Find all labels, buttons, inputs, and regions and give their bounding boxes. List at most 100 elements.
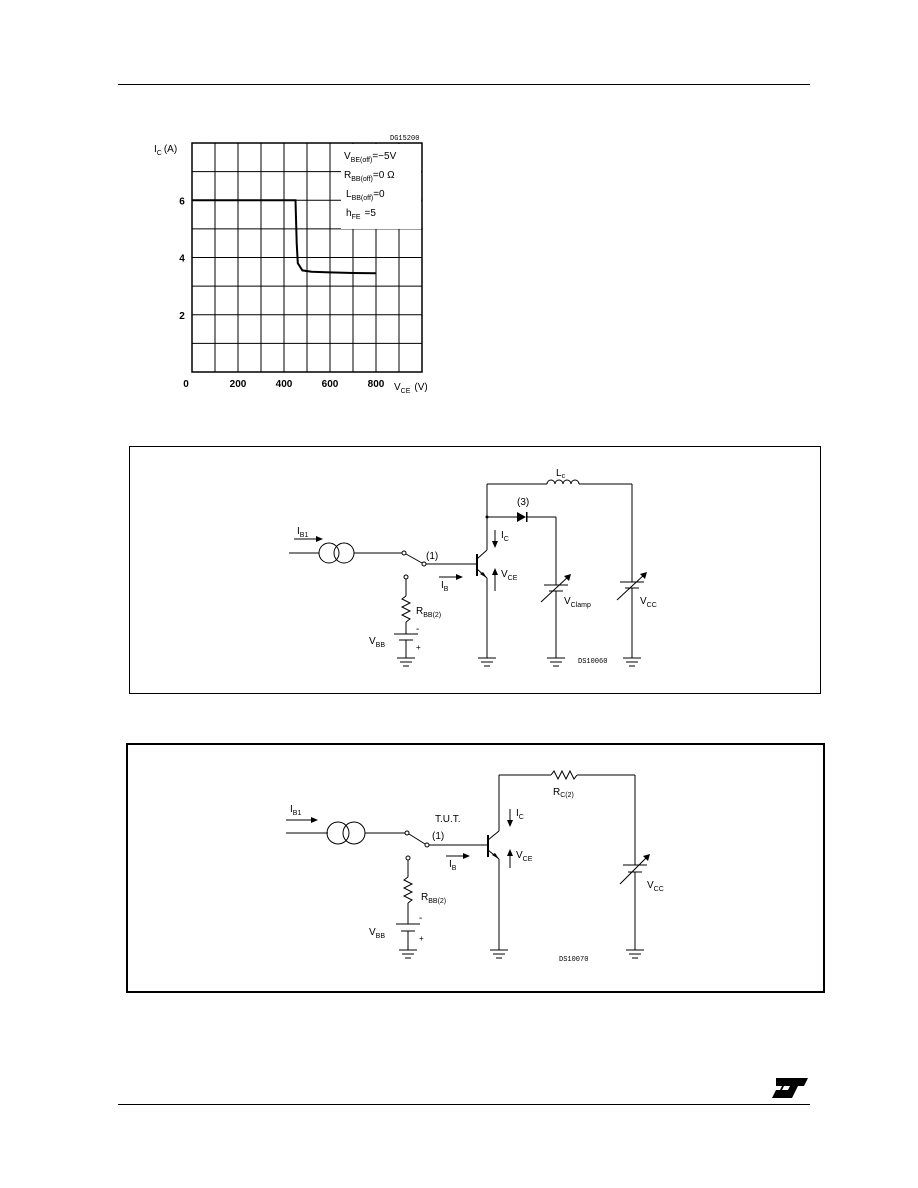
c1-ib-arrowhead (456, 574, 463, 580)
c2-ib-arrowhead (463, 853, 470, 859)
c2-switch-terminal-a (404, 830, 410, 836)
c1-label-vce: VCE (501, 569, 518, 582)
c1-figure-code: DS10060 (578, 658, 607, 666)
c2-label-ic: IC (516, 808, 524, 821)
c2-ic-arrowhead (507, 820, 513, 827)
c1-vce-arrowhead (492, 568, 498, 575)
x-tick-label: 0 (183, 379, 189, 390)
c2-label-rbb: RBB(2) (421, 892, 446, 905)
rbsoa-curve (192, 199, 377, 275)
c2-vcc-arrowhead (643, 854, 650, 861)
x-tick-label: 600 (322, 379, 339, 390)
c1-diode-bar (526, 512, 528, 522)
y-tick-label: 4 (179, 254, 185, 265)
circuit1-frame (129, 446, 821, 694)
condition-vbe: VBE(off)=−5V (344, 151, 397, 164)
c1-switch-terminal-b (421, 561, 427, 567)
c1-label-plus: + (416, 643, 421, 652)
c2-ground-emitter (490, 949, 508, 959)
condition-lbb: LBB(off)=0 (346, 189, 385, 202)
st-logo-text: ST (770, 1076, 772, 1077)
c2-label-minus: - (419, 913, 422, 924)
c2-figure-code: DS10070 (559, 956, 588, 964)
c1-diode-triangle (517, 512, 526, 522)
c1-current-source-left (318, 542, 340, 564)
c2-label-rc: RC(2) (553, 787, 574, 799)
y-tick-label: 2 (179, 311, 185, 322)
footer-rule (118, 1104, 810, 1105)
c1-inductor-lc (546, 479, 580, 485)
c1-ground-clamp (547, 657, 565, 667)
c1-current-source-right (333, 542, 355, 564)
c1-resistor-rbb (400, 595, 412, 623)
x-tick-label: 800 (368, 379, 385, 390)
c2-label-vcc: VCC (647, 880, 664, 893)
c2-ground-vcc (626, 949, 644, 959)
rbsoa-chart: DG15200 IC(A) 2 4 6 0 200 400 600 800 VCE(V) V… (154, 135, 428, 395)
c1-switch-terminal-a (401, 550, 407, 556)
conditions-box (341, 144, 421, 229)
c1-switch-blade (405, 553, 423, 564)
c1-label-vcc: VCC (640, 596, 657, 609)
c1-vclamp-arrowhead (564, 574, 571, 581)
c2-resistor-rbb (402, 876, 414, 904)
c1-label-diode: (3) (517, 497, 529, 508)
c1-ic-arrowhead (492, 541, 498, 548)
c2-label-switch: (1) (432, 831, 444, 842)
c2-ground-rbb (399, 949, 417, 959)
c2-current-source-right (342, 821, 366, 845)
chart-frame (191, 142, 423, 373)
c2-label-plus: + (419, 934, 424, 943)
x-tick-labels: 0 200 400 600 800 (183, 379, 385, 390)
x-axis-label: VCE(V) (394, 382, 428, 395)
c1-ground-rbb (397, 657, 415, 667)
c1-junction-dot (485, 515, 489, 519)
c1-vclamp-variable-arrow (540, 575, 570, 603)
condition-rbb: RBB(off)=0 Ω (344, 170, 395, 183)
condition-hfe: hFE=5 (346, 208, 376, 221)
c1-vcc-arrowhead (640, 572, 647, 579)
c2-transistor-collector (487, 830, 500, 841)
c1-label-ic: IC (501, 530, 509, 543)
c1-label-switch: (1) (426, 551, 438, 562)
c2-emitter-arrowhead (492, 853, 499, 859)
circuit2-frame (126, 743, 825, 993)
c2-label-vbb: VBB (369, 927, 385, 940)
st-logo-mark (772, 1078, 808, 1098)
x-tick-label: 400 (276, 379, 293, 390)
c1-switch-terminal-c (403, 574, 409, 580)
y-tick-labels: 2 4 6 (179, 196, 185, 322)
c2-resistor-rc (550, 769, 578, 781)
chart-series (192, 199, 377, 275)
c1-label-lc: Lc (556, 468, 566, 480)
c2-ib1-arrowhead (311, 817, 318, 823)
c1-label-minus: - (416, 624, 419, 635)
c2-vcc-variable-arrow (619, 855, 649, 885)
y-tick-label: 6 (179, 196, 185, 207)
chart-code: DG15200 (390, 135, 419, 143)
header-rule (118, 84, 810, 85)
x-tick-label: 200 (230, 379, 247, 390)
c2-label-tut: T.U.T. (435, 814, 461, 825)
c1-label-rbb: RBB(2) (416, 606, 441, 619)
test-conditions: VBE(off)=−5V RBB(off)=0 Ω LBB(off)=0 hFE… (344, 151, 397, 221)
c1-vcc-variable-arrow (616, 573, 646, 601)
c1-label-vbb: VBB (369, 636, 385, 649)
c2-switch-terminal-c (405, 855, 411, 861)
c2-switch-blade (408, 833, 426, 845)
circuit2-schematic: IB1 (1) IB RBB(2) VBB - + T.U.T. IC VCE … (286, 769, 664, 964)
c1-label-vclamp: VClamp (564, 596, 591, 609)
st-logo: ST (770, 1076, 808, 1098)
c2-vce-arrowhead (507, 849, 513, 856)
c1-label-ib1: IB1 (297, 526, 308, 539)
c1-label-ib: IB (441, 580, 449, 593)
c1-ground-vcc (623, 657, 641, 667)
c1-ib1-arrowhead (316, 536, 323, 542)
c2-label-ib1: IB1 (290, 804, 301, 817)
y-axis-label: IC(A) (154, 144, 177, 157)
c2-label-ib: IB (449, 859, 457, 872)
c2-switch-terminal-b (424, 842, 430, 848)
circuit1-schematic: IB1 (1) IB RBB(2) VBB - + (3) Lc IC VCE … (289, 468, 657, 667)
c1-emitter-arrowhead (480, 572, 487, 578)
c1-transistor-collector (476, 549, 488, 560)
